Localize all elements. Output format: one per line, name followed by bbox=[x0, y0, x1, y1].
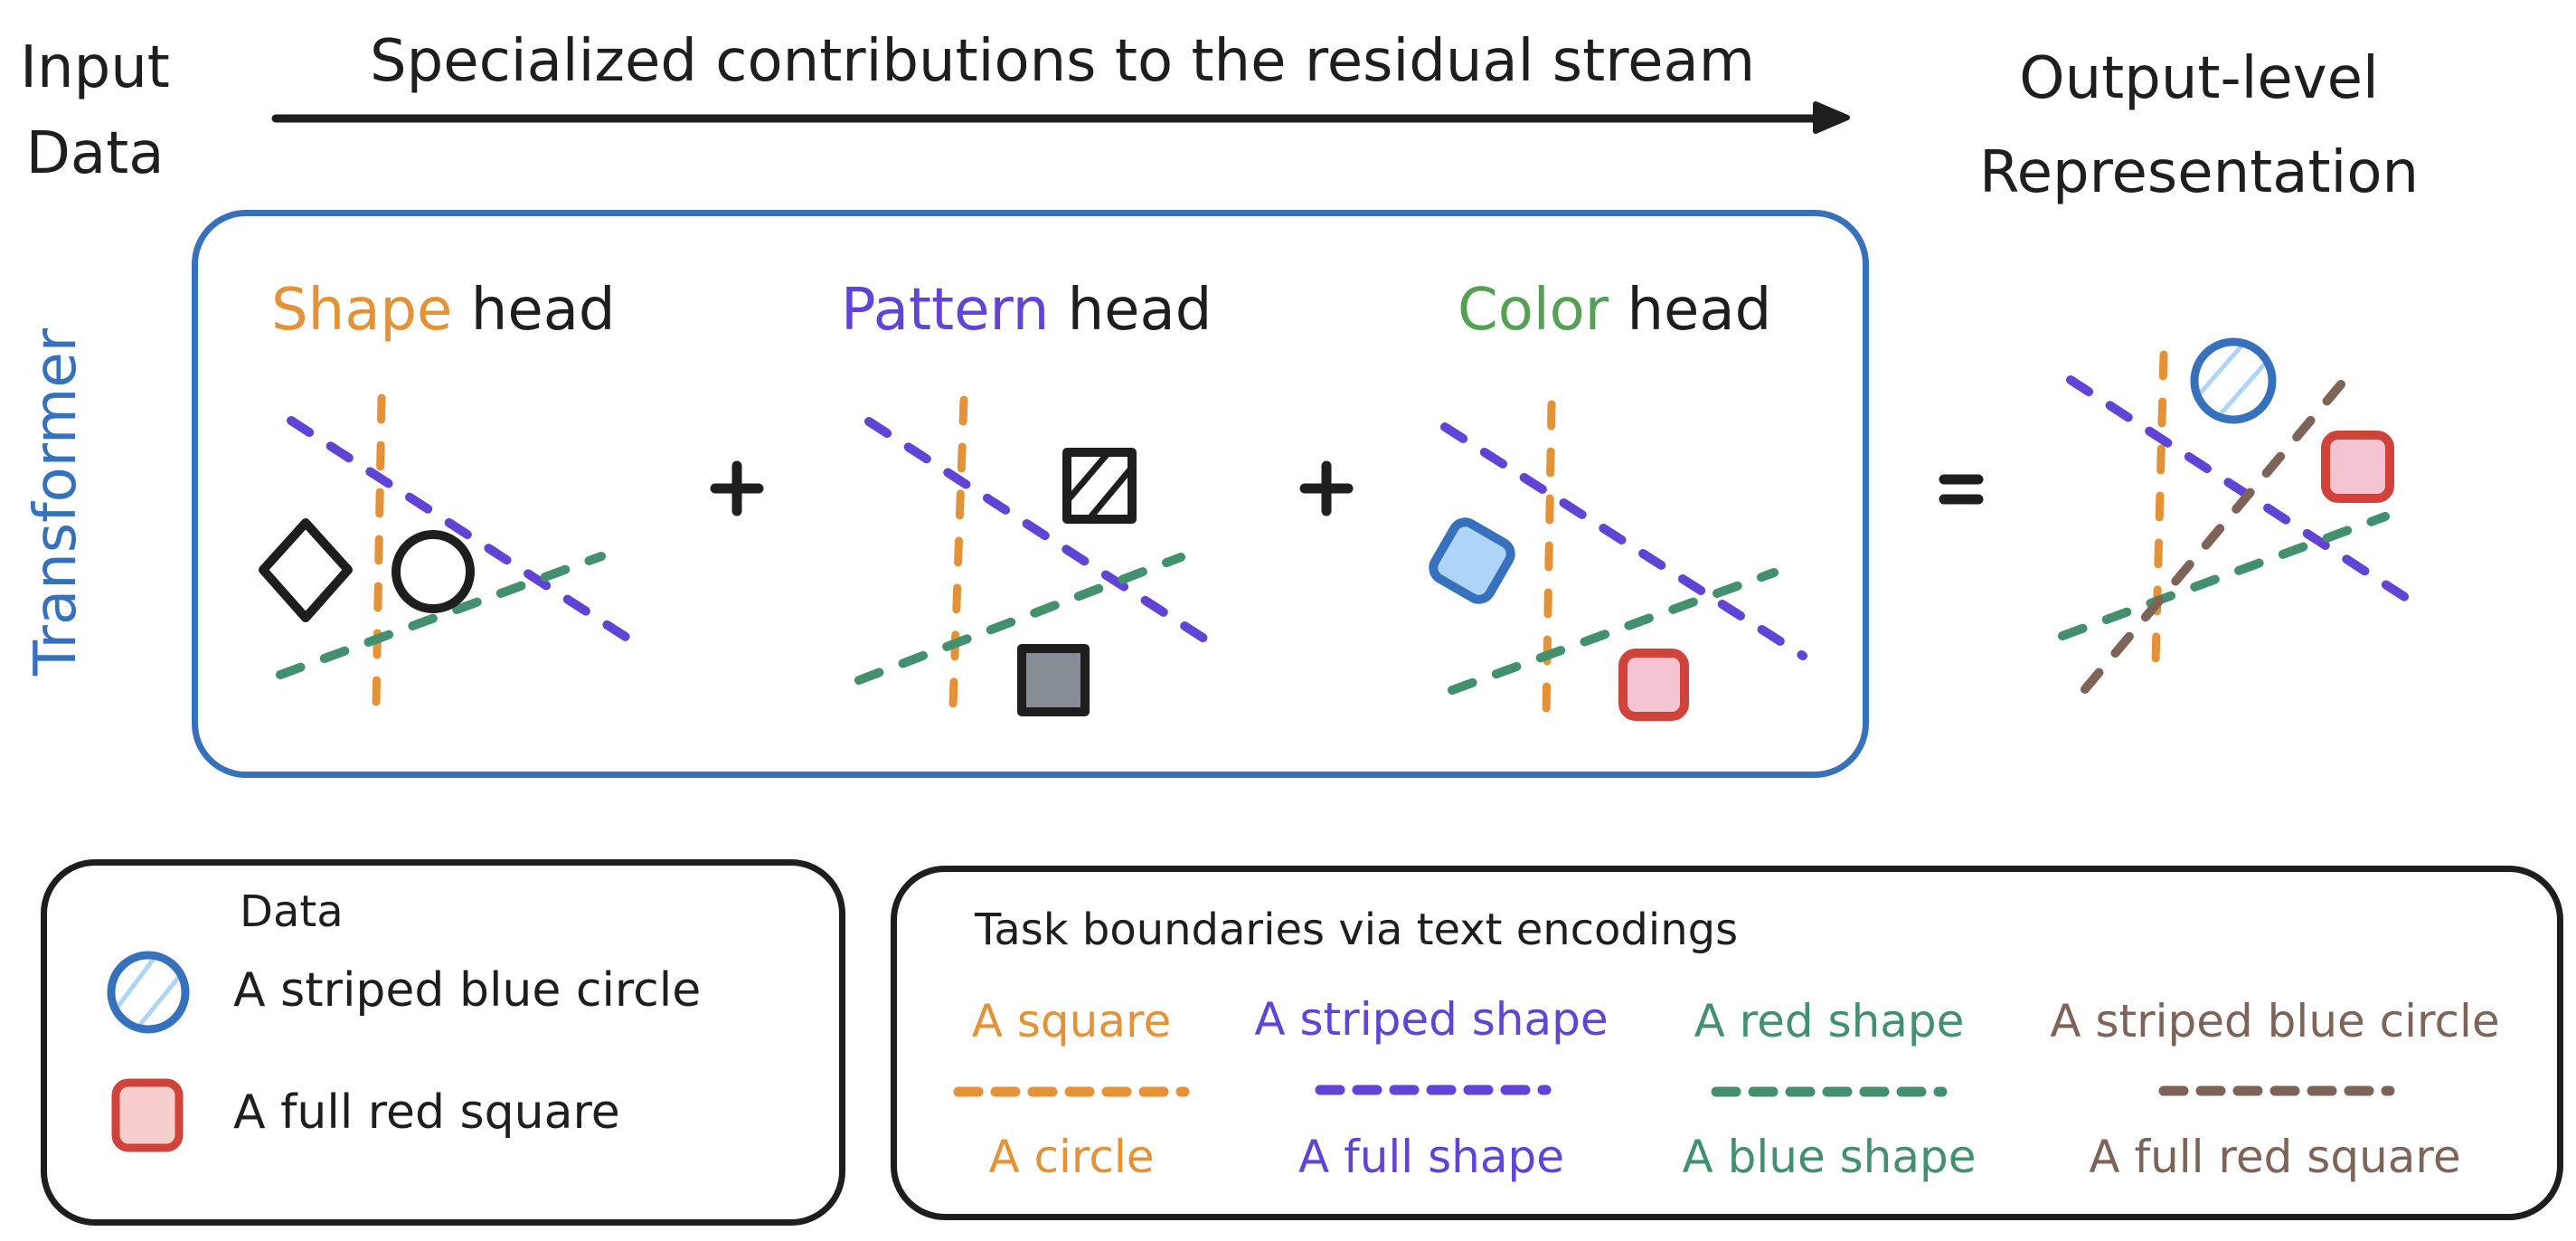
legend-striped-blue-circle-icon bbox=[107, 951, 190, 1034]
composite-boundary-line bbox=[2071, 380, 2345, 706]
task-composite-top: A striped blue circle bbox=[2050, 995, 2500, 1047]
task-color-bottom: A blue shape bbox=[1682, 1131, 1977, 1183]
input-label-line2: Data bbox=[25, 120, 165, 187]
shape-head-title: Shape head bbox=[271, 276, 616, 346]
task-shape-bottom: A circle bbox=[988, 1131, 1155, 1183]
task-legend-box bbox=[891, 866, 2563, 1220]
shape-boundary-line bbox=[948, 395, 968, 710]
pattern-boundary-line bbox=[287, 416, 636, 645]
legend-item-striped-blue-circle: A striped blue circle bbox=[233, 963, 702, 1018]
task-pattern-top: A striped shape bbox=[1254, 993, 1609, 1046]
output-representation-panel bbox=[2058, 337, 2420, 706]
input-data-label: Input Data bbox=[20, 25, 170, 197]
arrow-head-icon bbox=[1813, 101, 1850, 134]
red-shape-icon bbox=[1618, 649, 1689, 721]
color-boundary-line bbox=[854, 553, 1185, 685]
shape-boundary-line bbox=[2151, 350, 2168, 667]
output-representation-label: Output-level Representation bbox=[1979, 32, 2419, 220]
pattern-head-suffix: head bbox=[1067, 277, 1213, 344]
task-legend-title: Task boundaries via text encodings bbox=[975, 905, 1739, 955]
color-boundary-line bbox=[1448, 568, 1779, 695]
task-legend-lines bbox=[953, 1085, 2395, 1097]
striped-blue-circle-icon bbox=[2190, 337, 2277, 424]
color-boundary-line bbox=[2058, 512, 2390, 640]
data-legend-icons bbox=[107, 951, 190, 1152]
pattern-boundary-line bbox=[1440, 422, 1807, 660]
data-legend-box bbox=[41, 859, 845, 1226]
color-head-suffix: head bbox=[1627, 277, 1772, 344]
task-shape-top: A square bbox=[971, 995, 1172, 1047]
shape-head-panel bbox=[259, 393, 636, 710]
color-boundary-line bbox=[276, 552, 606, 679]
shape-boundary-line bbox=[372, 393, 386, 710]
pattern-head-name: Pattern bbox=[841, 277, 1050, 344]
full-red-square-icon bbox=[2321, 431, 2394, 503]
legend-full-red-square-icon bbox=[111, 1078, 184, 1152]
output-label-line2: Representation bbox=[1978, 139, 2420, 206]
full-gray-square-icon bbox=[1017, 644, 1090, 716]
pattern-boundary-line bbox=[2066, 375, 2420, 609]
pattern-head-panel bbox=[854, 395, 1214, 716]
plus-operator-2 bbox=[1299, 460, 1354, 516]
shape-head-name: Shape bbox=[271, 277, 453, 344]
plus-operator-1 bbox=[710, 460, 764, 516]
input-label-line1: Input bbox=[20, 34, 170, 101]
color-head-title: Color head bbox=[1458, 276, 1771, 346]
residual-stream-arrow bbox=[271, 101, 1850, 134]
task-pattern-bottom: A full shape bbox=[1298, 1131, 1564, 1183]
data-legend-title: Data bbox=[240, 886, 344, 937]
legend-item-full-red-square: A full red square bbox=[233, 1085, 620, 1140]
blue-shape-icon bbox=[1429, 517, 1515, 604]
transformer-box bbox=[192, 210, 1869, 778]
equals-operator bbox=[1939, 474, 1984, 505]
pattern-boundary-line bbox=[864, 417, 1214, 647]
circle-shape-icon bbox=[392, 530, 475, 613]
shape-head-suffix: head bbox=[470, 277, 616, 344]
task-composite-bottom: A full red square bbox=[2089, 1131, 2461, 1183]
output-label-line1: Output-level bbox=[2019, 45, 2379, 112]
color-head-name: Color bbox=[1458, 277, 1609, 344]
residual-stream-caption: Specialized contributions to the residua… bbox=[369, 28, 1756, 95]
striped-square-icon bbox=[1062, 448, 1137, 524]
shape-boundary-line bbox=[1542, 400, 1556, 719]
diamond-shape-icon bbox=[259, 518, 353, 622]
task-color-top: A red shape bbox=[1694, 995, 1965, 1047]
pattern-head-title: Pattern head bbox=[841, 276, 1212, 346]
color-head-panel bbox=[1429, 400, 1807, 721]
